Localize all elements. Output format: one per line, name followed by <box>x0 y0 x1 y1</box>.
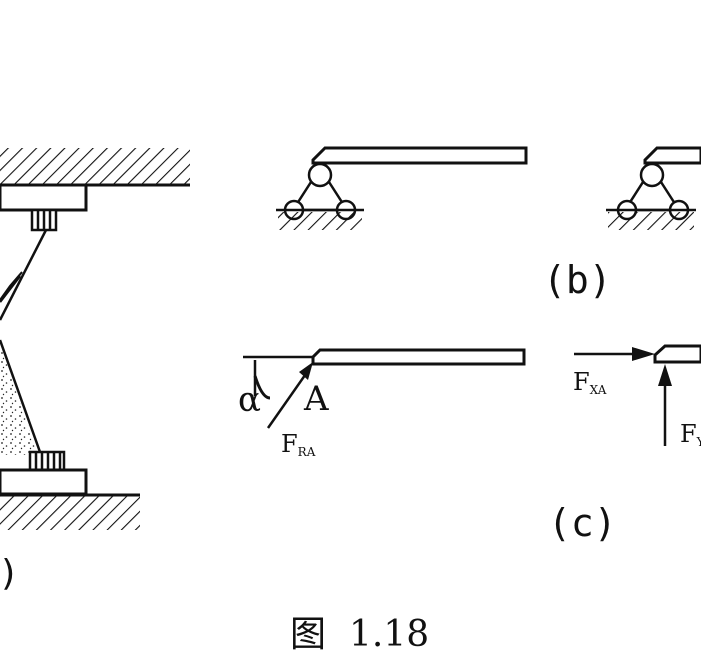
ceiling-hatch <box>0 148 190 184</box>
angle-arc-icon <box>253 375 271 400</box>
caption-number: 1.18 <box>349 614 429 655</box>
support-ground-hatch <box>278 212 362 230</box>
force-ya-label: FY <box>680 420 701 449</box>
force-ra-label: FRA <box>281 430 316 459</box>
panel-c-fbd-components: FXA FY (c) <box>548 344 701 545</box>
bottom-plate <box>0 468 88 496</box>
angle-label: α <box>238 380 261 420</box>
panel-b-right-support: (b) <box>543 146 701 302</box>
top-pin-block <box>30 208 58 232</box>
fbd-beam-right <box>653 344 701 364</box>
panel-c-label: (c) <box>548 501 617 545</box>
panel-a-label: ) <box>0 553 20 594</box>
bottom-pin-block <box>28 450 66 472</box>
upper-link <box>0 229 48 321</box>
panel-b-label: (b) <box>543 258 612 302</box>
force-xa-arrowhead-icon <box>632 347 655 361</box>
caption-prefix: 图 <box>290 614 326 655</box>
force-ya-arrowhead-icon <box>658 364 672 386</box>
force-ra-line <box>266 367 312 429</box>
lower-link <box>0 339 42 453</box>
beam-right <box>643 146 701 165</box>
beam <box>311 146 528 165</box>
panel-c-fbd-resultant: α A FRA <box>238 348 526 459</box>
force-xa-label: FXA <box>573 368 607 397</box>
panel-a: ) <box>0 148 190 594</box>
top-plate <box>0 183 88 212</box>
ground-hatch <box>0 496 140 530</box>
panel-b-beam-support <box>276 146 528 230</box>
force-ra-arrowhead-icon <box>299 362 313 380</box>
point-a-label: A <box>303 379 329 419</box>
figure-caption: 图 1.18 <box>290 614 429 655</box>
top-pin-circle <box>307 162 333 188</box>
fbd-beam <box>311 348 526 366</box>
